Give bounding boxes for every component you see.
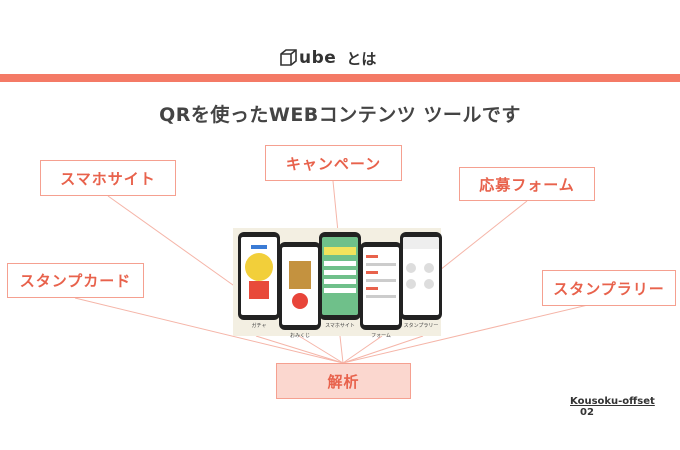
label-analysis: 解析 (276, 363, 411, 399)
logo: ube とは (278, 44, 376, 72)
line-phone-1 (255, 335, 344, 364)
line-smartphone (107, 195, 241, 291)
phones-illustration: ガチャ おみくじ スマホサイト フォーム (233, 228, 442, 339)
phone-caption: ガチャ (251, 323, 267, 329)
line-phone-3 (339, 335, 344, 364)
phone-caption: スマホサイト (325, 323, 355, 329)
line-form (439, 200, 528, 271)
line-campaign (332, 180, 339, 233)
line-phone-2 (298, 335, 344, 364)
phone-omikuji: おみくじ (279, 242, 321, 339)
label-stamp-card: スタンプカード (7, 263, 144, 298)
label-application-form: 応募フォーム (459, 167, 595, 201)
line-stamprally (342, 299, 610, 364)
title-suffix: とは (346, 49, 377, 68)
page-number: 02 (580, 407, 594, 418)
footer-brand: Kousoku-offset (570, 396, 655, 407)
line-phone-4 (342, 335, 383, 364)
phone-stamp-rally: スタンプラリー (400, 232, 442, 329)
line-stampcard (74, 297, 344, 364)
label-campaign: キャンペーン (265, 145, 402, 181)
header-band (0, 74, 680, 82)
phone-caption: スタンプラリー (403, 323, 439, 329)
phone-form: フォーム (360, 242, 402, 339)
phone-caption: フォーム (371, 333, 391, 339)
phone-smartphone-site: スマホサイト (319, 232, 361, 329)
label-smartphone-site: スマホサイト (40, 160, 176, 196)
line-phone-5 (342, 335, 424, 364)
phone-gacha: ガチャ (238, 232, 280, 329)
cube-logo-icon (280, 49, 297, 66)
footer: Kousoku-offset 02 (570, 396, 680, 418)
phone-caption: おみくじ (289, 333, 310, 339)
label-stamp-rally: スタンプラリー (542, 270, 676, 306)
subtitle: QRを使ったWEBコンテンツ ツールです (159, 104, 521, 126)
brand-name: ube (299, 48, 337, 68)
